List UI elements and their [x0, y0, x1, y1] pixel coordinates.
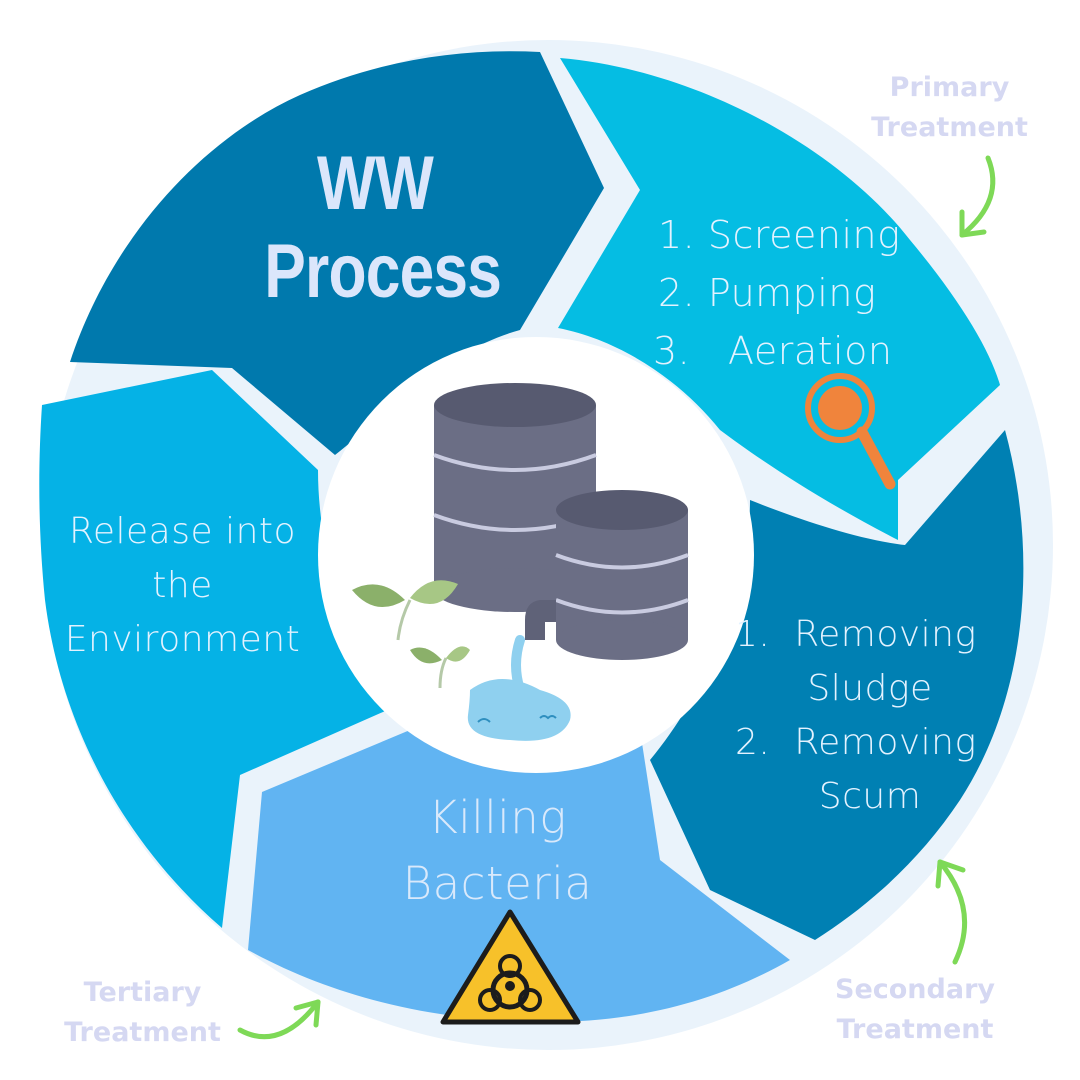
- diagram-title: WW Process: [264, 140, 502, 316]
- label-primary-line2: Treatment: [871, 112, 1028, 143]
- primary-step-2: 2. Pumping: [658, 271, 877, 315]
- arrow-primary-icon: [959, 155, 996, 238]
- sprout-icon: [352, 580, 470, 689]
- arrow-secondary-icon: [935, 859, 968, 965]
- label-tertiary-treatment: Tertiary Treatment: [55, 973, 230, 1053]
- arrow-tertiary-icon: [237, 999, 321, 1040]
- tertiary-line1: Killing: [428, 791, 567, 844]
- release-line2: the: [152, 565, 213, 606]
- label-secondary-line1: Secondary: [835, 974, 995, 1005]
- primary-steps: 1. Screening 2. Pumping 3. Aeration: [640, 206, 910, 380]
- secondary-steps: 1. Removing Sludge 2. Removing Scum: [735, 608, 977, 824]
- release-line1: Release into: [68, 511, 297, 552]
- secondary-step-2-cont: Scum: [818, 776, 922, 817]
- database-icon: [433, 383, 689, 660]
- label-tertiary-line1: Tertiary: [83, 977, 202, 1008]
- release-line3: Environment: [64, 619, 301, 660]
- diagram-title-line2: Process: [264, 229, 502, 314]
- secondary-step-1-cont: Sludge: [807, 668, 933, 709]
- secondary-step-2: 2. Removing: [735, 722, 977, 763]
- tertiary-line2: Bacteria: [402, 857, 593, 910]
- magnifier-icon: [805, 373, 896, 490]
- segment-tertiary: [248, 730, 790, 1022]
- label-primary-line1: Primary: [889, 72, 1010, 103]
- segment-secondary: [650, 430, 1024, 940]
- label-secondary-treatment: Secondary Treatment: [825, 970, 1005, 1050]
- segment-intro: [70, 51, 604, 456]
- segment-release: [39, 370, 393, 928]
- biohazard-icon: [440, 909, 581, 1025]
- diagram-title-line1: WW: [316, 141, 434, 226]
- secondary-step-1: 1. Removing: [735, 614, 977, 655]
- label-primary-treatment: Primary Treatment: [862, 68, 1037, 148]
- primary-step-3: 3. Aeration: [653, 329, 893, 373]
- segment-primary: [558, 58, 1000, 540]
- primary-step-1: 1. Screening: [658, 213, 901, 257]
- release-text: Release into the Environment: [60, 505, 305, 667]
- label-tertiary-line2: Treatment: [64, 1017, 221, 1048]
- water-outflow-icon: [467, 635, 571, 741]
- tertiary-text: Killing Bacteria: [390, 785, 605, 917]
- label-secondary-line2: Treatment: [836, 1014, 994, 1045]
